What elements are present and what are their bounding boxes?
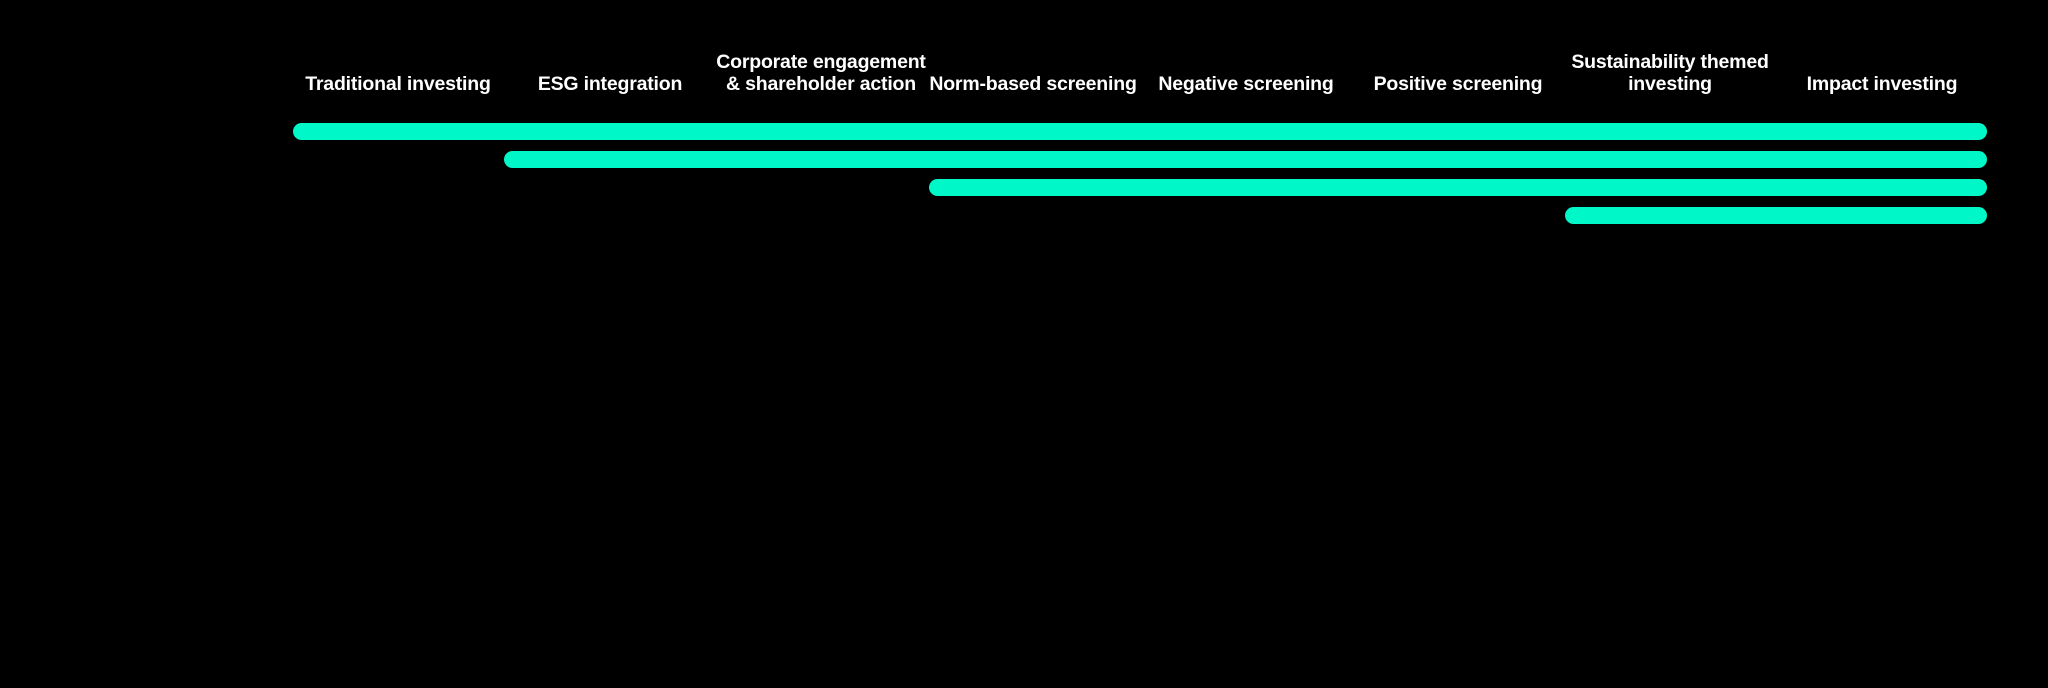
range-bar bbox=[293, 123, 1987, 140]
column-header-label: Sustainability themed investing bbox=[1571, 50, 1769, 96]
column-header-impact-investing: Impact investing bbox=[1776, 0, 1988, 118]
column-header-label: Corporate engagement & shareholder actio… bbox=[716, 50, 926, 96]
column-header-sustainability-themed-investing: Sustainability themed investing bbox=[1564, 0, 1776, 118]
range-bar-track bbox=[0, 123, 2048, 140]
column-header-negative-screening: Negative screening bbox=[1140, 0, 1352, 118]
column-header-norm-based-screening: Norm-based screening bbox=[927, 0, 1139, 118]
range-bar-track bbox=[0, 151, 2048, 168]
column-header-label: Norm-based screening bbox=[929, 73, 1137, 96]
range-bar bbox=[504, 151, 1987, 168]
range-bar bbox=[1565, 207, 1987, 224]
column-header-positive-screening: Positive screening bbox=[1352, 0, 1564, 118]
range-bar bbox=[929, 179, 1987, 196]
range-bars-group bbox=[0, 118, 2048, 248]
column-header-corporate-engagement: Corporate engagement & shareholder actio… bbox=[715, 0, 927, 118]
range-bar-track bbox=[0, 207, 2048, 224]
column-header-label: Traditional investing bbox=[305, 73, 491, 96]
column-header-esg-integration: ESG integration bbox=[504, 0, 716, 118]
column-header-label: Negative screening bbox=[1158, 73, 1334, 96]
column-header-label: Positive screening bbox=[1373, 73, 1543, 96]
column-header-traditional-investing: Traditional investing bbox=[292, 0, 504, 118]
column-header-label: ESG integration bbox=[537, 73, 683, 96]
column-header-row: Traditional investing ESG integration Co… bbox=[0, 0, 2048, 118]
column-header-label: Impact investing bbox=[1806, 73, 1958, 96]
range-bar-track bbox=[0, 179, 2048, 196]
